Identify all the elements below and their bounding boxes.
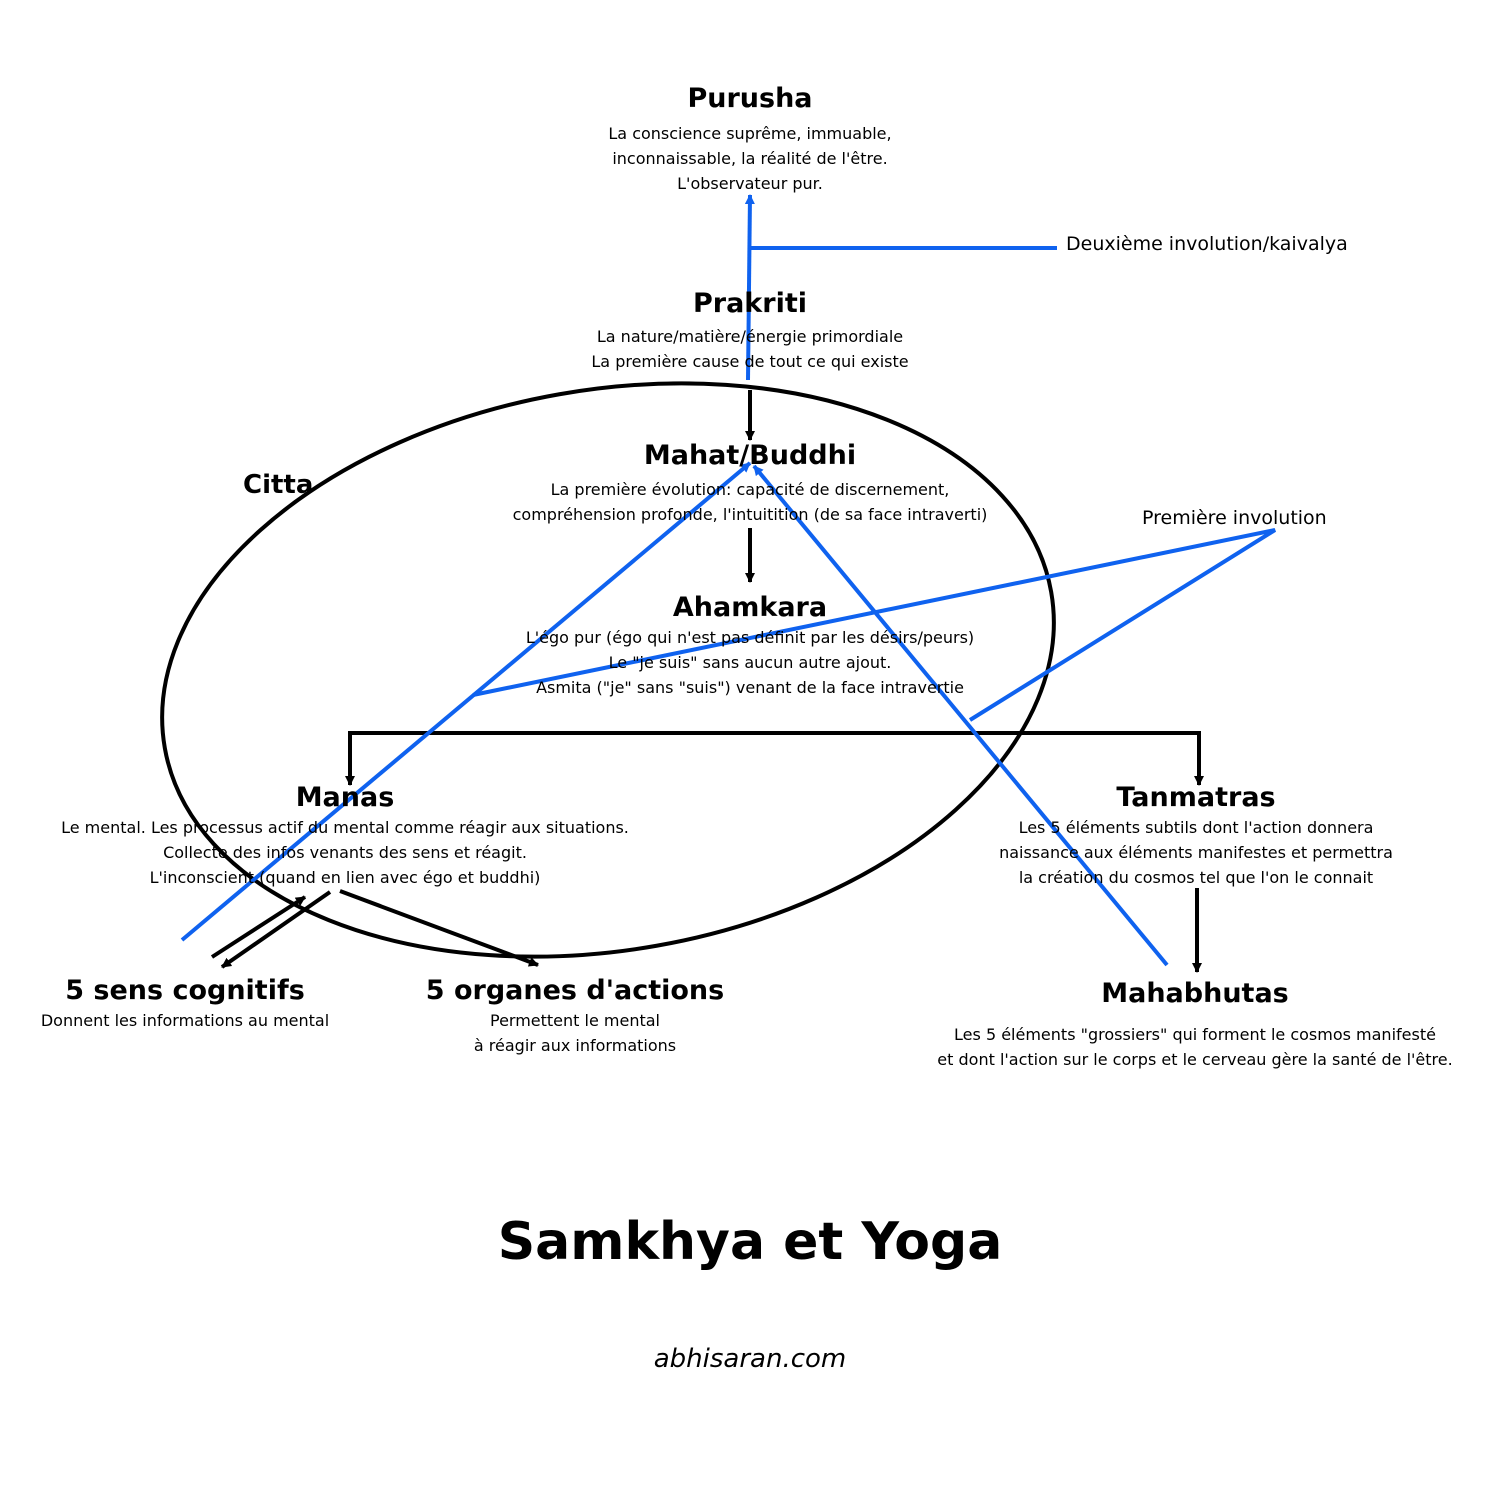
node-mahabhutas: Mahabhutas Les 5 éléments "grossiers" qu… — [895, 977, 1495, 1072]
desc-line: L'observateur pur. — [677, 174, 823, 193]
node-mahat-buddhi: Mahat/Buddhi La première évolution: capa… — [450, 439, 1050, 527]
desc-line: La première évolution: capacité de disce… — [550, 480, 950, 499]
node-title: 5 organes d'actions — [425, 975, 725, 1006]
node-ahamkara: Ahamkara L'égo pur (égo qui n'est pas dé… — [450, 591, 1050, 700]
node-sens-cognitifs: 5 sens cognitifs Donnent les information… — [10, 974, 360, 1033]
node-description: L'égo pur (égo qui n'est pas définit par… — [450, 625, 1050, 700]
node-description: Les 5 éléments subtils dont l'action don… — [946, 815, 1446, 890]
desc-line: L'égo pur (égo qui n'est pas définit par… — [525, 628, 975, 647]
desc-line: naissance aux éléments manifestes et per… — [999, 843, 1393, 862]
desc-line: Collecte des infos venants des sens et r… — [163, 843, 527, 862]
site-url: abhisaran.com — [653, 1344, 847, 1374]
node-description: Donnent les informations au mental — [10, 1008, 360, 1033]
blue-sens-to-buddhi — [180, 461, 752, 942]
desc-line: Asmita ("je" sans "suis") venant de la f… — [536, 678, 964, 697]
second-involution-label: Deuxième involution/kaivalya — [1066, 233, 1348, 255]
first-involution-label: Première involution — [1142, 507, 1327, 529]
desc-line: Les 5 éléments subtils dont l'action don… — [1018, 818, 1374, 837]
citta-label: Citta — [243, 470, 314, 500]
node-description: Les 5 éléments "grossiers" qui forment l… — [895, 1022, 1495, 1072]
node-title: Manas — [295, 782, 395, 813]
blue-mahabhutas-to-buddhi — [752, 464, 1169, 967]
node-title: Tanmatras — [1116, 782, 1276, 813]
node-title: Mahat/Buddhi — [643, 440, 857, 471]
node-description: La nature/matière/énergie primordiale La… — [500, 324, 1000, 374]
desc-line: La première cause de tout ce qui existe — [591, 352, 909, 371]
node-title: Prakriti — [692, 288, 807, 319]
desc-line: et dont l'action sur le corps et le cerv… — [937, 1050, 1453, 1069]
desc-line: Permettent le mental — [489, 1011, 660, 1030]
desc-line: Le "je suis" sans aucun autre ajout. — [608, 653, 892, 672]
arrow-sens-to-manas — [210, 895, 307, 959]
citta-ellipse — [160, 381, 1056, 959]
desc-line: La conscience suprême, immuable, — [608, 124, 892, 143]
desc-line: Les 5 éléments "grossiers" qui forment l… — [954, 1025, 1436, 1044]
desc-line: La nature/matière/énergie primordiale — [596, 327, 904, 346]
node-description: La conscience suprême, immuable, inconna… — [550, 121, 950, 196]
arrow-manas-to-sens — [220, 890, 332, 969]
node-prakriti: Prakriti La nature/matière/énergie primo… — [500, 287, 1000, 374]
node-description: Le mental. Les processus actif du mental… — [15, 815, 675, 890]
node-tanmatras: Tanmatras Les 5 éléments subtils dont l'… — [946, 781, 1446, 890]
blue-first-involution-pointer — [472, 528, 1277, 722]
desc-line: compréhension profonde, l'intuitition (d… — [512, 505, 988, 524]
node-purusha: Purusha La conscience suprême, immuable,… — [550, 82, 950, 196]
arrow-manas-to-organes — [339, 889, 539, 967]
evolution-arrows — [210, 390, 1204, 973]
desc-line: la création du cosmos tel que l'on le co… — [1018, 868, 1374, 887]
node-description: La première évolution: capacité de disce… — [450, 477, 1050, 527]
page-title: Samkhya et Yoga — [497, 1212, 1003, 1272]
node-title: Ahamkara — [672, 592, 828, 623]
node-title: Mahabhutas — [1101, 978, 1289, 1009]
node-title: 5 sens cognitifs — [65, 975, 305, 1006]
desc-line: Donnent les informations au mental — [40, 1011, 330, 1030]
involution-lines — [180, 194, 1277, 967]
node-title: Purusha — [687, 83, 813, 114]
node-manas: Manas Le mental. Les processus actif du … — [15, 781, 675, 890]
desc-line: L'inconscient (quand en lien avec égo et… — [149, 868, 541, 887]
desc-line: inconnaissable, la réalité de l'être. — [612, 149, 888, 168]
desc-line: à réagir aux informations — [473, 1036, 677, 1055]
node-description: Permettent le mental à réagir aux inform… — [400, 1008, 750, 1058]
node-organes-actions: 5 organes d'actions Permettent le mental… — [400, 974, 750, 1058]
blue-prakriti-to-purusha — [744, 194, 755, 381]
desc-line: Le mental. Les processus actif du mental… — [61, 818, 629, 837]
